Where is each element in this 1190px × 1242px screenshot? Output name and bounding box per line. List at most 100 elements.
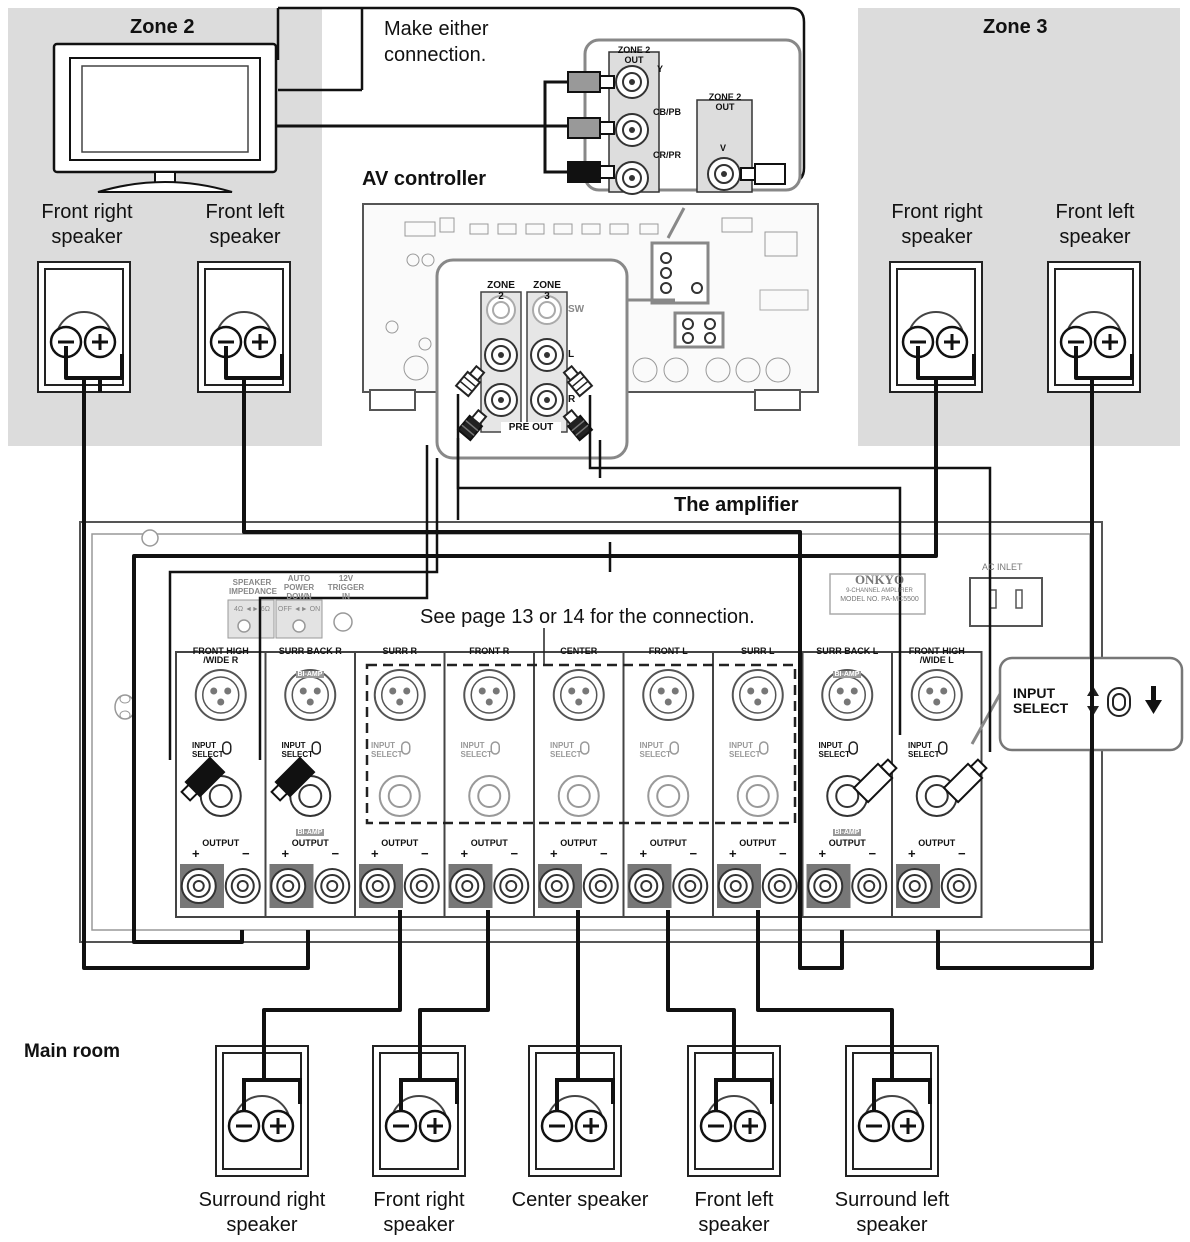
output-label: OUTPUT <box>828 838 866 848</box>
pre-out-zone3-col: ZONE 3 <box>533 280 561 302</box>
minus-label: − <box>958 846 966 861</box>
bi-amp-badge: BI-AMP <box>295 671 325 678</box>
plus-label: + <box>639 846 648 861</box>
minus-label: − <box>421 846 429 861</box>
plus-label: + <box>371 846 379 861</box>
input-select-label: SELECT <box>281 750 314 759</box>
input-select-switch-icon <box>1107 687 1131 717</box>
input-select-label: SELECT <box>192 750 224 759</box>
brand-logo: ONKYO <box>854 572 905 587</box>
input-select-label: INPUT <box>550 741 574 750</box>
channel-label: FRONT L <box>648 646 688 656</box>
xlr-jack-icon <box>194 669 247 721</box>
binding-post-icon <box>807 868 844 904</box>
input-select-switch-icon <box>759 741 769 755</box>
channel-label-line2: /WIDE R <box>203 655 239 665</box>
binding-post-icon <box>314 868 351 904</box>
model-line1: 9-CHANNEL AMPLIFIER <box>846 588 913 594</box>
jack-y-label: Y <box>657 64 664 74</box>
output-label: OUTPUT <box>918 838 956 848</box>
plus-label: + <box>818 846 827 861</box>
speaker-leads <box>242 1078 932 1110</box>
binding-post-icon <box>224 868 261 904</box>
binding-post-icon <box>180 868 217 904</box>
ac-inlet-label: AC INLET <box>982 562 1023 572</box>
binding-post-icon <box>761 868 798 904</box>
zone3-title: Zone 3 <box>983 16 1048 38</box>
binding-post-icon <box>896 868 933 904</box>
binding-post-icon <box>449 868 486 904</box>
bi-amp-badge: BI-AMP <box>832 829 862 836</box>
tv-icon <box>52 42 278 193</box>
minus-label: − <box>242 846 250 861</box>
apd-values: OFF ◄► ON <box>277 606 321 613</box>
av-controller-label: AV controller <box>362 168 487 190</box>
input-select-label: INPUT <box>908 741 932 750</box>
pre-out-r: R <box>568 394 576 405</box>
main-speaker-caption: Center speaker <box>511 1189 649 1211</box>
xlr-jack-icon <box>642 669 695 721</box>
xlr-jack-icon <box>731 669 784 721</box>
pre-out-panel <box>435 258 675 460</box>
pre-out-l: L <box>568 349 575 360</box>
plus-label: + <box>550 846 558 861</box>
minus-label: − <box>689 846 698 861</box>
output-label: OUTPUT <box>649 838 687 848</box>
pre-out-sw: SW <box>568 304 585 315</box>
see-page-group <box>365 663 797 825</box>
callout-text-line1: Make either <box>384 18 489 40</box>
binding-post-icon <box>851 868 888 904</box>
binding-post-icon <box>538 868 575 904</box>
channel-label: SURR L <box>741 646 775 656</box>
binding-post-icon <box>493 868 530 904</box>
input-select-switch-icon <box>222 741 232 755</box>
amplifier-label: The amplifier <box>674 494 799 516</box>
output-label: OUTPUT <box>560 838 598 848</box>
input-select-label: INPUT <box>818 741 843 750</box>
xlr-jack-icon <box>373 669 426 721</box>
input-select-label: SELECT <box>818 750 851 759</box>
minus-label: − <box>510 846 519 861</box>
output-label: OUTPUT <box>739 838 777 848</box>
binding-post-icon <box>628 868 665 904</box>
pre-out-zone2-col: ZONE 2 <box>487 280 515 302</box>
xlr-jack-icon <box>552 669 605 721</box>
xlr-jack-icon <box>910 669 963 721</box>
zone2-out-component-panel <box>583 38 802 195</box>
input-select-label: INPUT <box>371 741 395 750</box>
rca-cables <box>168 394 992 760</box>
binding-post-icon <box>940 868 977 904</box>
input-select-label: INPUT <box>639 741 664 750</box>
xlr-jack-icon <box>463 669 516 721</box>
binding-post-icon <box>359 868 396 904</box>
input-select-label: INPUT <box>192 741 216 750</box>
input-select-switch-icon <box>490 741 500 755</box>
input-select-label: INPUT <box>460 741 485 750</box>
input-select-label: SELECT <box>639 750 672 759</box>
input-select-label: SELECT <box>729 750 761 759</box>
zone2-title: Zone 2 <box>130 16 195 38</box>
minus-label: − <box>779 846 787 861</box>
minus-label: − <box>868 846 877 861</box>
speaker-cables <box>64 346 1134 1080</box>
plus-label: + <box>192 846 200 861</box>
plus-label: + <box>281 846 290 861</box>
rca-plug-icon <box>740 163 786 185</box>
plus-label: + <box>460 846 469 861</box>
channel-label: SURR BACK R <box>278 646 342 656</box>
input-select-switch-icon <box>580 741 590 755</box>
